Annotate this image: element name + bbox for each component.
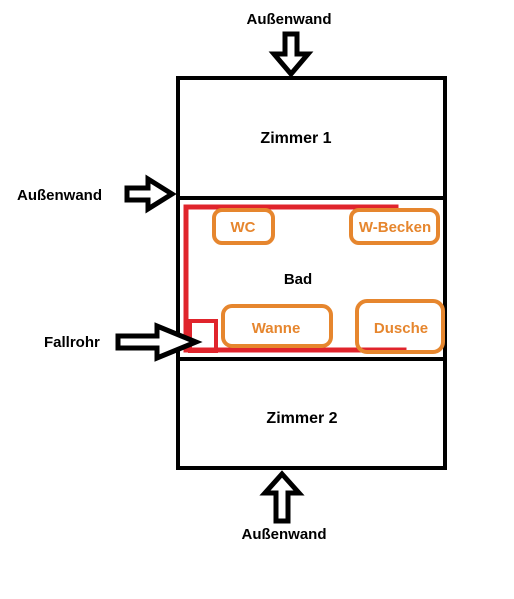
wall-top-label: Außenwand: [247, 11, 332, 28]
tub-label: Wanne: [252, 320, 301, 337]
downpipe-label: Fallrohr: [44, 334, 100, 351]
sink-label: W-Becken: [359, 219, 431, 236]
tub-fixture: [221, 304, 333, 348]
wc-fixture: [212, 208, 275, 245]
arrow-right-icon: [115, 322, 203, 362]
wall-bottom-label: Außenwand: [242, 526, 327, 543]
room-1-label: Zimmer 1: [260, 130, 331, 147]
arrow-up-icon: [259, 470, 305, 524]
sink-fixture: [349, 208, 440, 245]
room-2-label: Zimmer 2: [266, 410, 337, 427]
room-2: [176, 357, 447, 470]
arrow-down-icon: [268, 31, 314, 78]
bathroom-label: Bad: [284, 271, 312, 288]
wall-left-label: Außenwand: [17, 187, 102, 204]
downpipe: [188, 319, 218, 353]
shower-label: Dusche: [374, 320, 428, 337]
wc-label: WC: [231, 219, 256, 236]
shower-fixture: [355, 299, 445, 354]
arrow-right-icon: [124, 174, 177, 214]
